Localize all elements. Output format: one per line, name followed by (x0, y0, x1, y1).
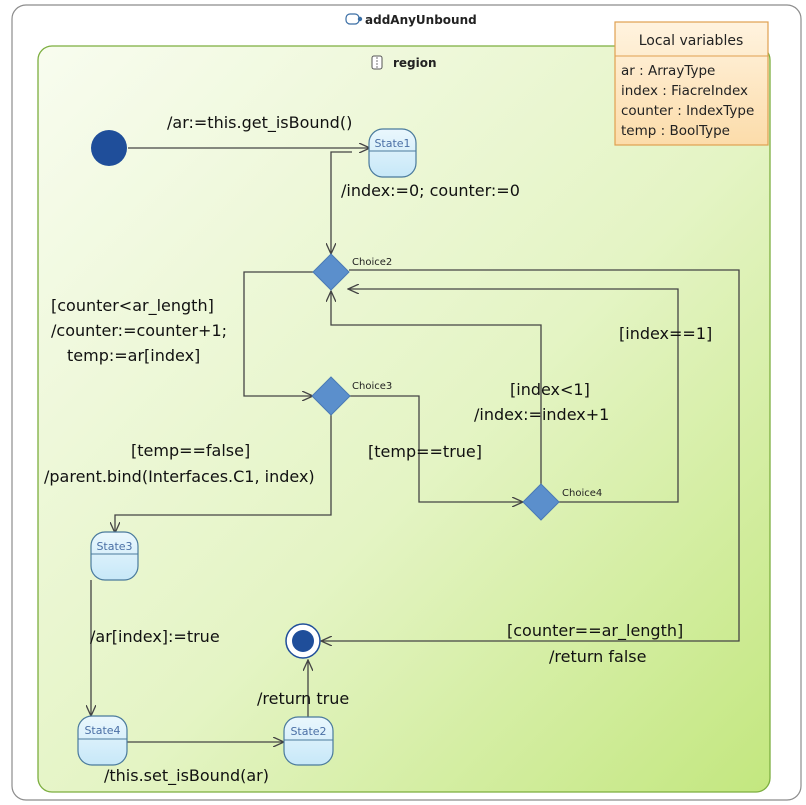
label-choice2-choice3-action2: temp:=ar[index] (67, 346, 200, 365)
local-variables-box: Local variables ar : ArrayType index : F… (614, 21, 769, 146)
state4[interactable]: State4 (77, 715, 128, 766)
label-state2-final: /return true (257, 689, 349, 708)
edge-choice2-final (321, 269, 740, 641)
local-variable-item: ar : ArrayType (621, 63, 715, 79)
choice3[interactable]: Choice3 (311, 376, 392, 416)
label-choice3-state3-guard: [temp==false] (131, 441, 250, 460)
choice3-name: Choice3 (352, 381, 392, 392)
label-choice2-choice3-guard: [counter<ar_length] (51, 296, 214, 316)
choice4[interactable]: Choice4 (522, 483, 602, 521)
local-variable-item: index : FiacreIndex (621, 83, 748, 99)
state3[interactable]: State3 (90, 531, 139, 581)
region (37, 45, 771, 793)
region-title-text: region (393, 56, 437, 70)
state3-name: State3 (96, 540, 132, 553)
label-choice2-final-action: /return false (549, 647, 646, 666)
state2[interactable]: State2 (283, 716, 334, 766)
local-variables-title: Local variables (639, 33, 744, 49)
local-variable-item: temp : BoolType (621, 123, 730, 139)
label-state1-choice2: /index:=0; counter:=0 (341, 181, 520, 200)
edge-choice4-choice2-loop (331, 291, 542, 486)
machine-title-text: addAnyUnbound (365, 13, 477, 27)
final-node[interactable] (285, 623, 321, 659)
edge-choice4-choice2 (348, 289, 679, 503)
state2-name: State2 (290, 725, 326, 738)
label-choice4-choice2-loop-action: /index:=index+1 (474, 405, 609, 424)
machine-icon (345, 13, 360, 25)
region-icon (371, 55, 383, 70)
state4-name: State4 (84, 724, 120, 737)
choice4-name: Choice4 (562, 488, 602, 499)
label-init-state1: /ar:=this.get_isBound() (167, 113, 352, 133)
label-choice3-state3-action: /parent.bind(Interfaces.C1, index) (44, 467, 315, 486)
label-choice4-choice2-loop-guard: [index<1] (510, 380, 590, 399)
choice2[interactable]: Choice2 (312, 253, 392, 291)
label-choice2-choice3-action: /counter:=counter+1; (51, 321, 227, 340)
state1-name: State1 (374, 137, 410, 150)
label-choice4-choice2: [index==1] (619, 324, 712, 343)
label-choice3-choice4: [temp==true] (368, 442, 482, 461)
initial-node[interactable] (91, 130, 127, 166)
region-title: region (371, 55, 437, 70)
label-choice2-final-guard: [counter==ar_length] (507, 621, 683, 641)
local-variable-item: counter : IndexType (621, 103, 754, 119)
edge-choice2-choice3 (243, 271, 313, 396)
label-state3-state4: /ar[index]:=true (90, 627, 220, 646)
edge-state1-choice2 (331, 151, 352, 254)
machine-title: addAnyUnbound (345, 13, 477, 27)
edge-choice3-state3 (115, 414, 332, 533)
state1[interactable]: State1 (368, 128, 417, 178)
label-state4-state2: /this.set_isBound(ar) (104, 766, 269, 786)
edge-choice3-choice4 (349, 395, 523, 502)
choice2-name: Choice2 (352, 257, 392, 268)
